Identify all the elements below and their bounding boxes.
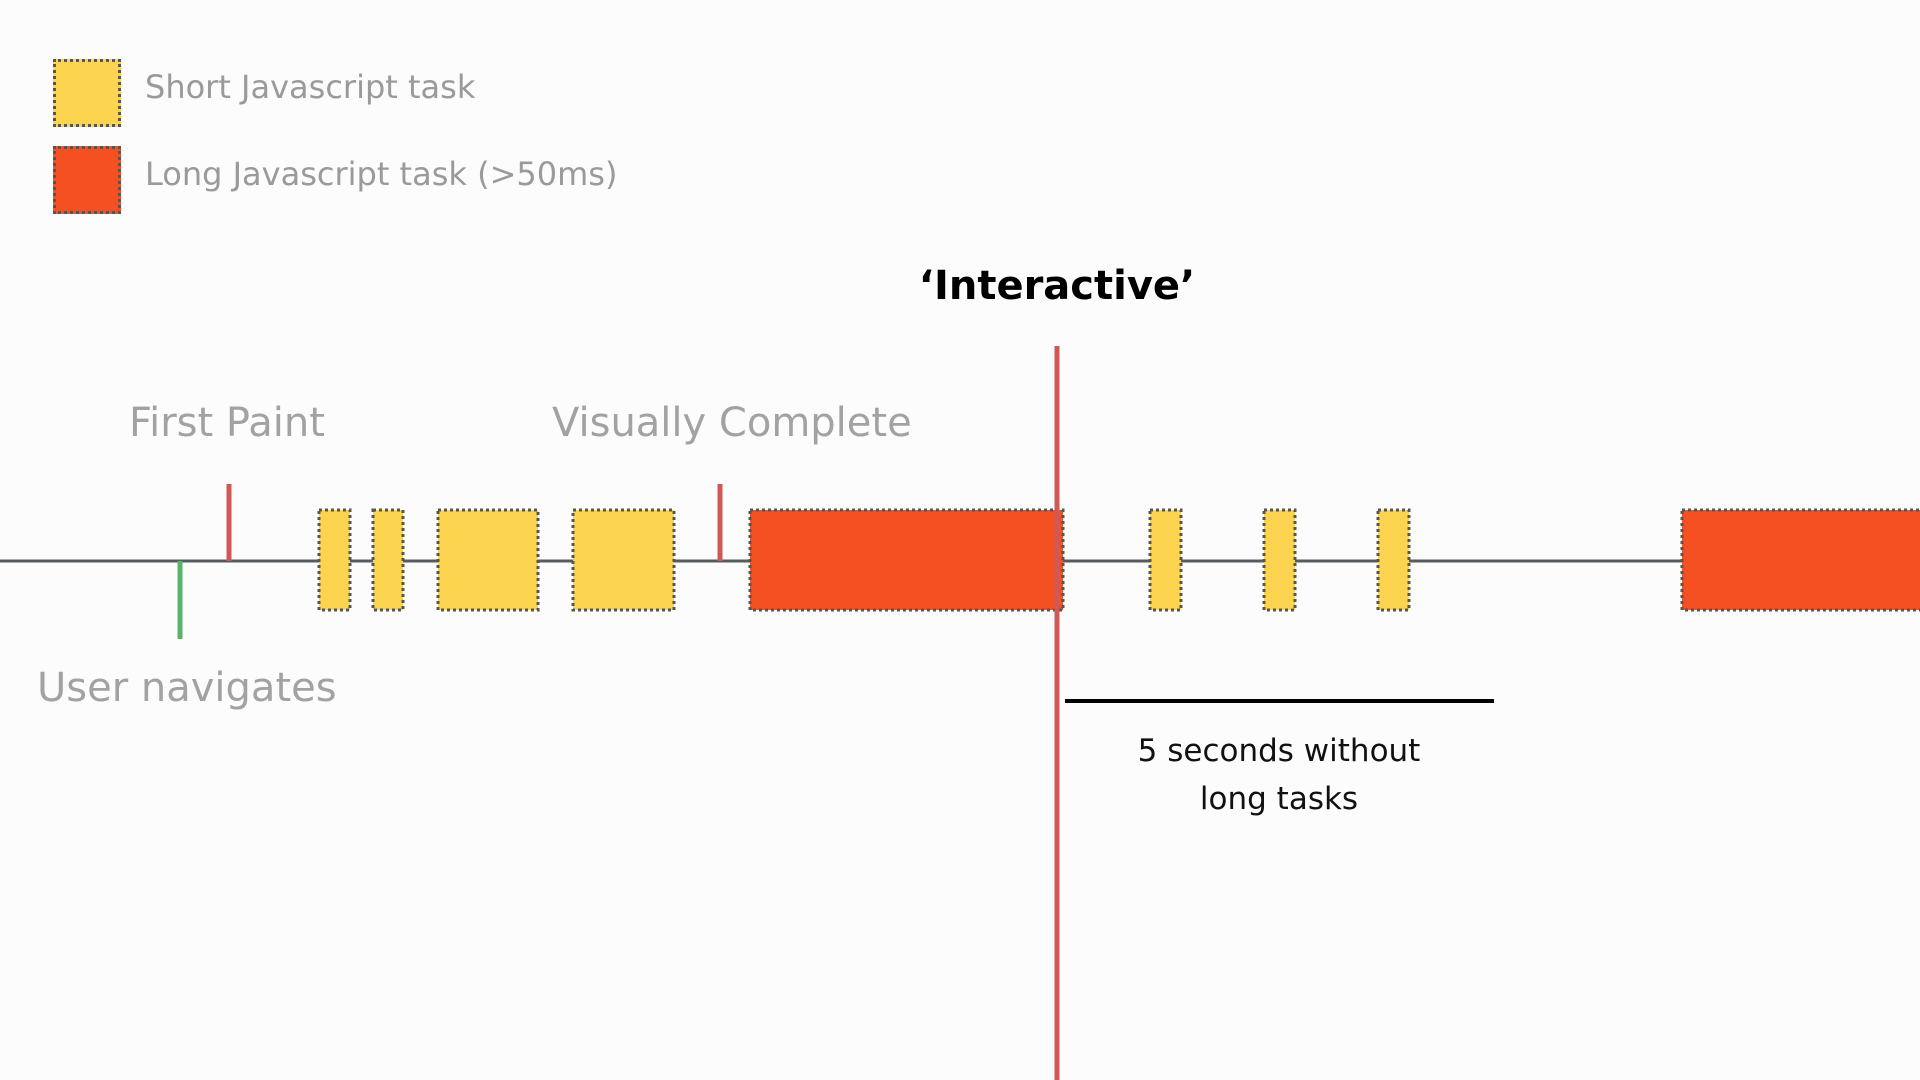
short-task-block <box>371 508 405 612</box>
quiet-window-label-line-1: 5 seconds without <box>1137 733 1421 769</box>
short-task-block <box>571 508 676 612</box>
legend-label-short-task: Short Javascript task <box>145 68 476 106</box>
legend-swatch-long-task <box>53 146 121 214</box>
visually-complete-label: Visually Complete <box>552 400 912 446</box>
interactive-label: ‘Interactive’ <box>918 263 1196 309</box>
long-task-block <box>748 508 1065 612</box>
short-task-block <box>317 508 352 612</box>
long-task-block <box>1680 508 1920 612</box>
first-paint-label: First Paint <box>129 400 325 446</box>
legend-label-long-task: Long Javascript task (>50ms) <box>145 155 618 193</box>
short-task-block <box>1148 508 1183 612</box>
user-navigates-label: User navigates <box>37 665 337 711</box>
short-task-block <box>1376 508 1411 612</box>
quiet-window-label: 5 seconds without long tasks <box>1138 727 1421 823</box>
legend-swatch-short-task <box>53 59 121 127</box>
short-task-block <box>436 508 540 612</box>
quiet-window-label-line-2: long tasks <box>1199 781 1359 817</box>
short-task-block <box>1262 508 1297 612</box>
